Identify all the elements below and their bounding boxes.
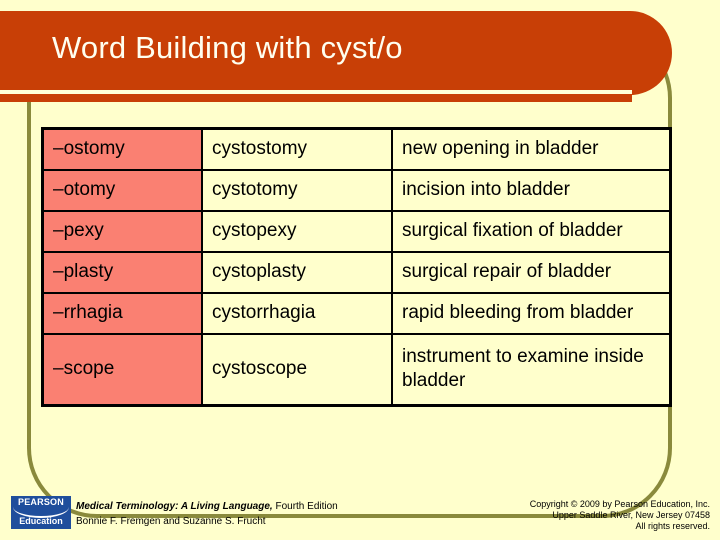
cell-suffix: –pexy <box>41 210 203 253</box>
cell-definition: instrument to examine inside bladder <box>391 333 672 407</box>
copyright-block: Copyright © 2009 by Pearson Education, I… <box>530 499 710 532</box>
cell-definition: rapid bleeding from bladder <box>391 292 672 335</box>
cell-term: cystopexy <box>201 210 393 253</box>
table-body: –ostomy cystostomy new opening in bladde… <box>41 127 672 407</box>
cell-definition: incision into bladder <box>391 169 672 212</box>
book-title: Medical Terminology: A Living Language, <box>76 501 273 512</box>
cell-suffix: –scope <box>41 333 203 407</box>
pearson-education-logo: PEARSON Education <box>11 496 71 529</box>
copyright-line-3: All rights reserved. <box>635 521 710 531</box>
title-banner <box>0 11 672 95</box>
cell-definition: surgical repair of bladder <box>391 251 672 294</box>
table-row: –pexy cystopexy surgical fixation of bla… <box>41 210 672 253</box>
cell-definition: new opening in bladder <box>391 127 672 171</box>
title-banner-lower-strip <box>0 94 632 102</box>
table-row: –plasty cystoplasty surgical repair of b… <box>41 251 672 294</box>
cell-suffix: –rrhagia <box>41 292 203 335</box>
table-row: –otomy cystotomy incision into bladder <box>41 169 672 212</box>
cell-term: cystostomy <box>201 127 393 171</box>
word-building-table: –ostomy cystostomy new opening in bladde… <box>41 127 672 407</box>
cell-suffix: –otomy <box>41 169 203 212</box>
copyright-line-1: Copyright © 2009 by Pearson Education, I… <box>529 499 710 509</box>
cell-definition: surgical fixation of bladder <box>391 210 672 253</box>
cell-term: cystoscope <box>201 333 393 407</box>
book-authors: Bonnie F. Fremgen and Suzanne S. Frucht <box>76 516 266 527</box>
book-title-line: Medical Terminology: A Living Language, … <box>76 501 338 512</box>
table-row: –scope cystoscope instrument to examine … <box>41 333 672 407</box>
title-banner-rule <box>0 90 632 94</box>
page-title: Word Building with cyst/o <box>52 30 403 65</box>
cell-term: cystotomy <box>201 169 393 212</box>
table-row: –rrhagia cystorrhagia rapid bleeding fro… <box>41 292 672 335</box>
cell-term: cystoplasty <box>201 251 393 294</box>
cell-suffix: –plasty <box>41 251 203 294</box>
book-edition: Fourth Edition <box>272 501 338 512</box>
logo-pearson-text: PEARSON <box>18 497 64 507</box>
cell-term: cystorrhagia <box>201 292 393 335</box>
copyright-line-2: Upper Saddle River, New Jersey 07458 <box>552 510 710 520</box>
cell-suffix: –ostomy <box>41 127 203 171</box>
table-row: –ostomy cystostomy new opening in bladde… <box>41 127 672 171</box>
logo-education-text: Education <box>19 516 63 526</box>
